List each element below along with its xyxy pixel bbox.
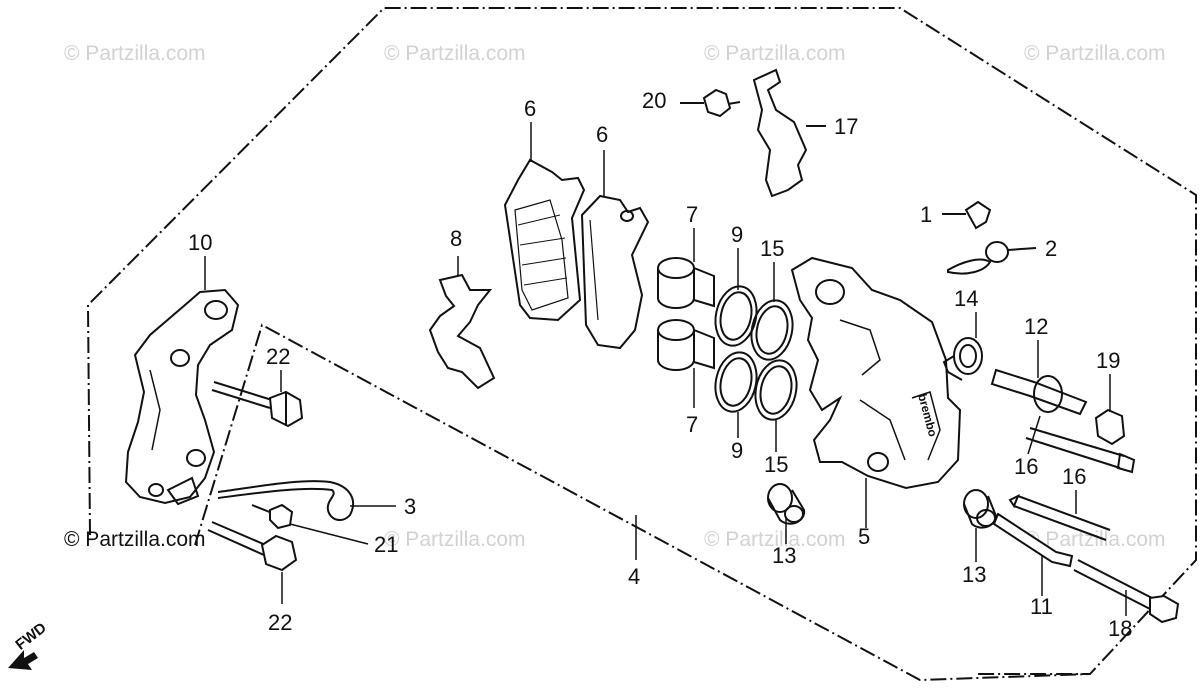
callout-17: 17 [834,114,858,139]
callout-14: 14 [954,286,978,311]
watermark: © Partzilla.com [64,528,206,551]
callout-9-b: 9 [731,438,743,463]
brake-pad-outer [503,158,586,322]
callout-15-b: 15 [764,452,788,477]
bushing-center [767,483,806,525]
callout-1: 1 [920,202,932,227]
piston-lower [657,319,715,371]
callout-8: 8 [450,226,462,251]
callout-22-b: 22 [268,610,292,635]
mounting-bolt-upper [211,381,304,428]
bleed-bolt [251,503,294,530]
assembly-boundary [86,7,1197,675]
brake-pad-inner [580,194,650,350]
callout-12: 12 [1024,314,1048,339]
pad-retainer-plate [752,68,808,198]
watermark: © Partzilla.com [384,42,526,65]
bleeder-screw [680,88,741,118]
callout-7-b: 7 [686,412,698,437]
watermark: © Partzilla.com [704,42,846,65]
watermark: © Partzilla.com [1024,528,1166,551]
dust-seal-upper [750,299,794,361]
callout-19: 19 [1096,348,1120,373]
piston-seal-upper [714,285,758,347]
retaining-clip [217,480,355,522]
callout-10: 10 [188,230,212,255]
forward-arrow-icon [8,650,38,670]
callout-11: 11 [1030,594,1053,619]
caliper-bolt [1073,559,1180,624]
pin-boot [942,337,983,381]
dust-cap [947,241,1037,275]
callout-20: 20 [642,88,666,113]
callout-18: 18 [1108,616,1132,641]
mounting-bolt-lower [207,521,298,572]
callout-labels: 1 2 3 4 5 6 6 7 7 8 9 9 10 11 12 13 13 1… [188,88,1132,641]
callout-4: 4 [628,564,640,589]
leader-lines [204,122,1127,616]
pad-spring [428,273,496,390]
callout-6-a: 6 [524,96,536,121]
callout-7-a: 7 [686,202,698,227]
bushing-right [963,489,998,529]
watermark: © Partzilla.com [64,42,206,65]
bleeder-cap [964,200,992,230]
guide-pin-upper [1025,427,1136,474]
callout-21: 21 [374,532,398,557]
pin-sleeve [992,512,1074,568]
callout-16-b: 16 [1062,464,1086,489]
callout-22-a: 22 [266,344,290,369]
guide-pin-lower [1008,493,1111,541]
watermark: © Partzilla.com [1024,42,1166,65]
caliper-assembly-boundary [194,323,1091,682]
pin-nut [1094,408,1126,446]
callout-16-a: 16 [1014,454,1038,479]
callout-15-a: 15 [760,236,784,261]
callout-5: 5 [858,524,870,549]
caliper-bracket [124,288,240,506]
slide-pin-upper [990,368,1088,416]
dust-seal-lower [754,359,798,421]
callout-9-a: 9 [731,222,743,247]
caliper-body [790,256,962,490]
watermark: © Partzilla.com [704,528,846,551]
callout-13-a: 13 [772,543,796,568]
watermark: © Partzilla.com [384,528,526,551]
callout-6-b: 6 [596,122,608,147]
callout-13-b: 13 [962,562,986,587]
callout-3: 3 [404,494,416,519]
callout-2: 2 [1045,236,1057,261]
piston-upper [657,257,715,309]
